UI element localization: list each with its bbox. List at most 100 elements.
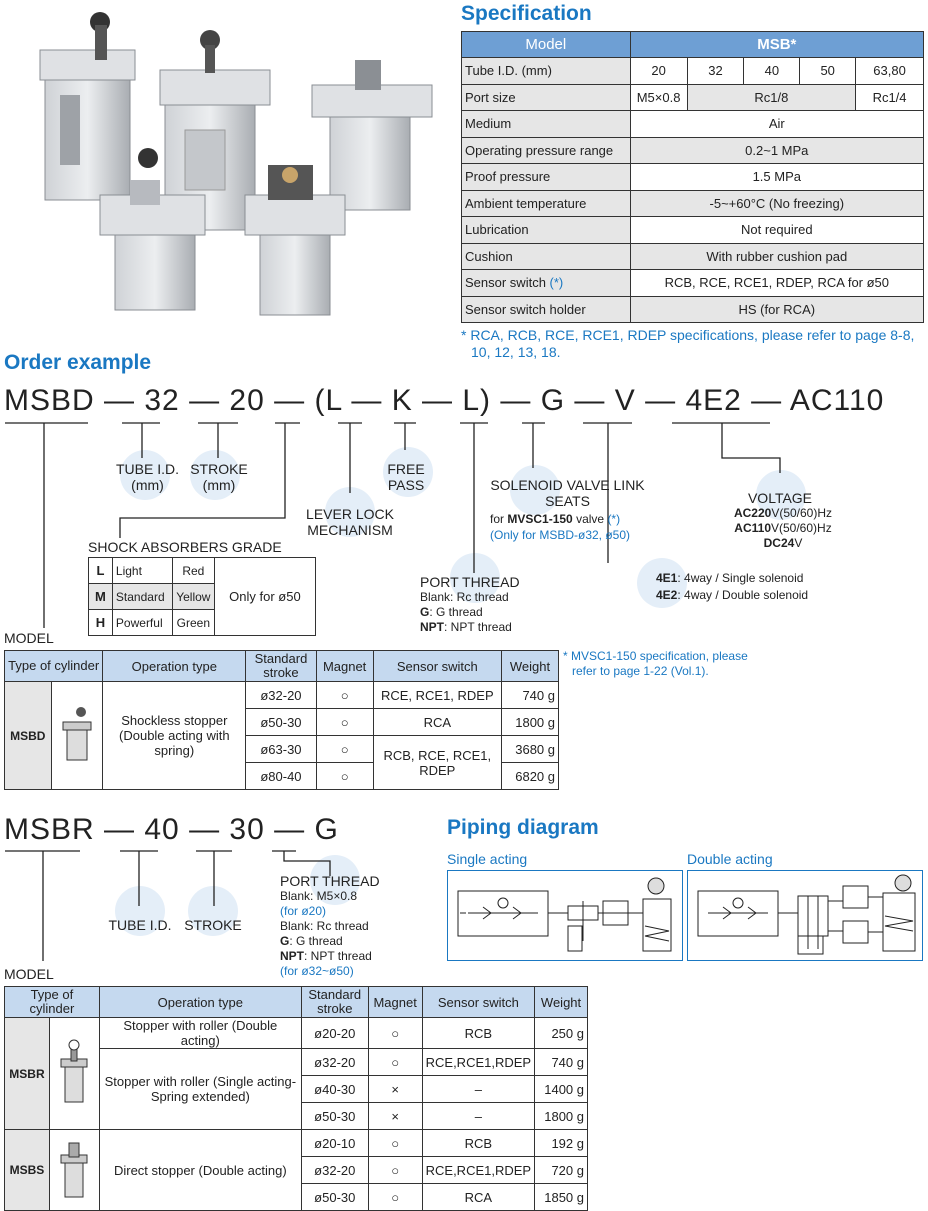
type-code: MSBD [4, 681, 52, 790]
col-header: Type of cylinder [4, 986, 100, 1018]
magnet: ○ [315, 735, 374, 763]
double-acting-label: Double acting [687, 851, 773, 867]
port-thread-title: PORT THREAD [420, 574, 520, 590]
msbd-icon [50, 681, 104, 790]
magnet: ○ [315, 708, 374, 736]
sensor: RCE, RCE1, RDEP [372, 681, 503, 709]
msbr-port-line: Blank: M5×0.8 [280, 889, 358, 903]
code-part: L) [462, 384, 492, 417]
shock-grade: Light [111, 557, 173, 584]
spec-cell: Rc1/4 [855, 83, 924, 111]
port-thread-npt: NPT: NPT thread [420, 620, 560, 635]
msbr-port-npt: NPT: NPT thread [280, 949, 430, 964]
shock-code: M [88, 583, 113, 610]
spec-row-label: Tube I.D. (mm) [461, 57, 631, 85]
voltage-list: AC220V(50/60)Hz AC110V(50/60)Hz DC24V [728, 506, 838, 551]
port-npt-code: NPT [420, 620, 444, 634]
lever-label: LEVER LOCK MECHANISM [306, 506, 394, 538]
op-type: Stopper with roller (Double acting) [98, 1017, 302, 1049]
code-part: G [314, 813, 339, 846]
code-part: 30 [229, 813, 265, 846]
voltage-title: VOLTAGE [747, 490, 813, 506]
spec-cell: 0.2~1 MPa [629, 136, 925, 164]
msbr-port-g: G: G thread [280, 934, 430, 949]
code-part: K [391, 384, 413, 417]
msbr-g-text: : G thread [289, 934, 343, 948]
code-part: (L [314, 384, 343, 417]
type-code: MSBR [4, 1017, 50, 1130]
bubble [637, 558, 687, 608]
e1-option: 4E1: 4way / Single solenoid [656, 571, 803, 586]
shock-code: L [88, 557, 113, 584]
msbs-icon [48, 1129, 100, 1211]
spec-row-label: Medium [461, 110, 631, 138]
col-header: Magnet [367, 986, 423, 1018]
weight: 1850 g [534, 1183, 588, 1211]
weight: 1800 g [501, 708, 559, 736]
port-g-text: : G thread [429, 605, 483, 619]
col-header: Magnet [315, 650, 374, 682]
msbr-port-line: Blank: Rc thread [280, 919, 369, 933]
port-thread-g: G: G thread [420, 605, 560, 620]
spec-row-label: Port size [461, 83, 631, 111]
stroke: ø32-20 [300, 1048, 369, 1076]
shock-grade: Standard [111, 583, 173, 610]
magnet: ○ [367, 1017, 423, 1049]
sensor: – [421, 1075, 536, 1103]
note-mark: (*) [607, 512, 621, 526]
msbr-port-title: PORT THREAD [280, 873, 380, 889]
spec-cell: 32 [686, 57, 745, 85]
msbr-model-label: MODEL [4, 966, 54, 982]
spec-cell: 63,80 [855, 57, 924, 85]
msbr-code: MSBR — 40 — 30 — G [4, 813, 339, 846]
code-part: 4E2 [685, 384, 742, 417]
weight: 3680 g [501, 735, 559, 763]
col-header: Weight [501, 650, 559, 682]
stroke: ø50-30 [300, 1102, 369, 1130]
col-header: Sensor switch [421, 986, 536, 1018]
sensor: RCB [421, 1017, 536, 1049]
order-code: MSBD — 32 — 20 — (L — K — L) — G — V — 4… [4, 384, 885, 417]
col-header: Standard stroke [300, 986, 369, 1018]
col-header: Operation type [102, 650, 247, 682]
shock-grade: Powerful [111, 609, 173, 636]
msbr-port-block: PORT THREAD Blank: M5×0.8 (for ø20) Blan… [280, 874, 430, 979]
msbr-tube-label: TUBE I.D. [108, 917, 172, 933]
sensor: RCE,RCE1,RDEP [421, 1156, 536, 1184]
cylinder-illustrations [39, 12, 433, 316]
bubble [190, 450, 240, 500]
spec-cell: With rubber cushion pad [629, 242, 925, 270]
col-header: Operation type [98, 986, 302, 1018]
col-header: Sensor switch [372, 650, 503, 682]
weight: 1800 g [534, 1102, 588, 1130]
shock-title: SHOCK ABSORBERS GRADE [88, 539, 282, 555]
stroke: ø40-30 [300, 1075, 369, 1103]
piping-title: Piping diagram [447, 816, 599, 839]
stroke: ø50-30 [245, 708, 317, 736]
weight: 720 g [534, 1156, 588, 1184]
v2-text: V(50/60)Hz [771, 521, 832, 535]
bubble [325, 487, 375, 537]
shock-color: Yellow [171, 583, 215, 610]
order-title: Order example [4, 351, 152, 374]
product-photos [0, 0, 440, 330]
code-part: AC110 [789, 384, 885, 417]
e2-option: 4E2: 4way / Double solenoid [656, 588, 808, 603]
v1-code: AC220 [733, 506, 772, 520]
col-header: Standard stroke [245, 650, 317, 682]
spec-note: * RCA, RCB, RCE, RCE1, RDEP specificatio… [461, 327, 915, 360]
spec-cell: 20 [629, 57, 688, 85]
bubble [756, 470, 806, 520]
solenoid-for-word: for [490, 512, 505, 526]
bubble [450, 553, 500, 603]
code-part: 40 [144, 813, 180, 846]
voltage-3: DC24V [728, 536, 838, 551]
op-type: Direct stopper (Double acting) [98, 1129, 302, 1211]
msbr-npt-text: : NPT thread [304, 949, 372, 963]
spec-row-label-text: Sensor switch [465, 275, 546, 291]
spec-cell: 40 [743, 57, 801, 85]
spec-cell: M5×0.8 [629, 83, 688, 111]
